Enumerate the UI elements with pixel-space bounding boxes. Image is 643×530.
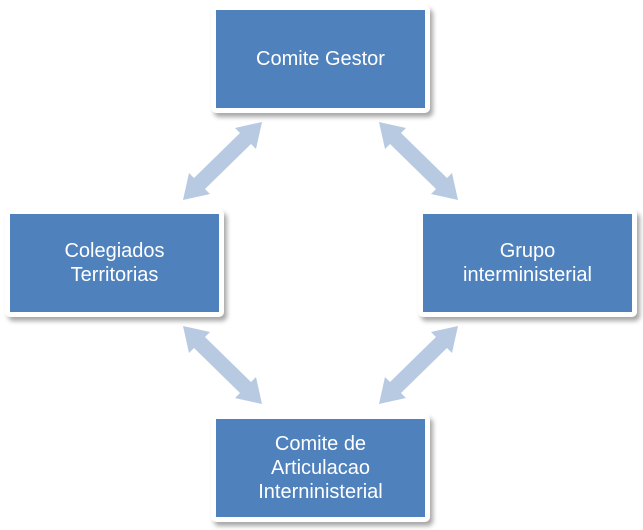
arrow-top-left (183, 122, 262, 200)
node-label: Comite de Articulacao Interninisterial (258, 433, 383, 503)
arrow-left-bottom (183, 326, 262, 404)
node-label: Grupo interministerial (463, 240, 592, 286)
node-label: Colegiados Territorias (64, 240, 165, 286)
arrow-top-right (379, 122, 458, 200)
node-comite-gestor: Comite Gestor (211, 5, 430, 113)
arrow-right-bottom (379, 326, 458, 404)
node-colegiados-territorias: Colegiados Territorias (5, 209, 224, 317)
node-label: Comite Gestor (256, 48, 385, 70)
node-comite-de-articulacao: Comite de Articulacao Interninisterial (211, 414, 430, 522)
node-grupo-interministerial: Grupo interministerial (418, 209, 637, 317)
